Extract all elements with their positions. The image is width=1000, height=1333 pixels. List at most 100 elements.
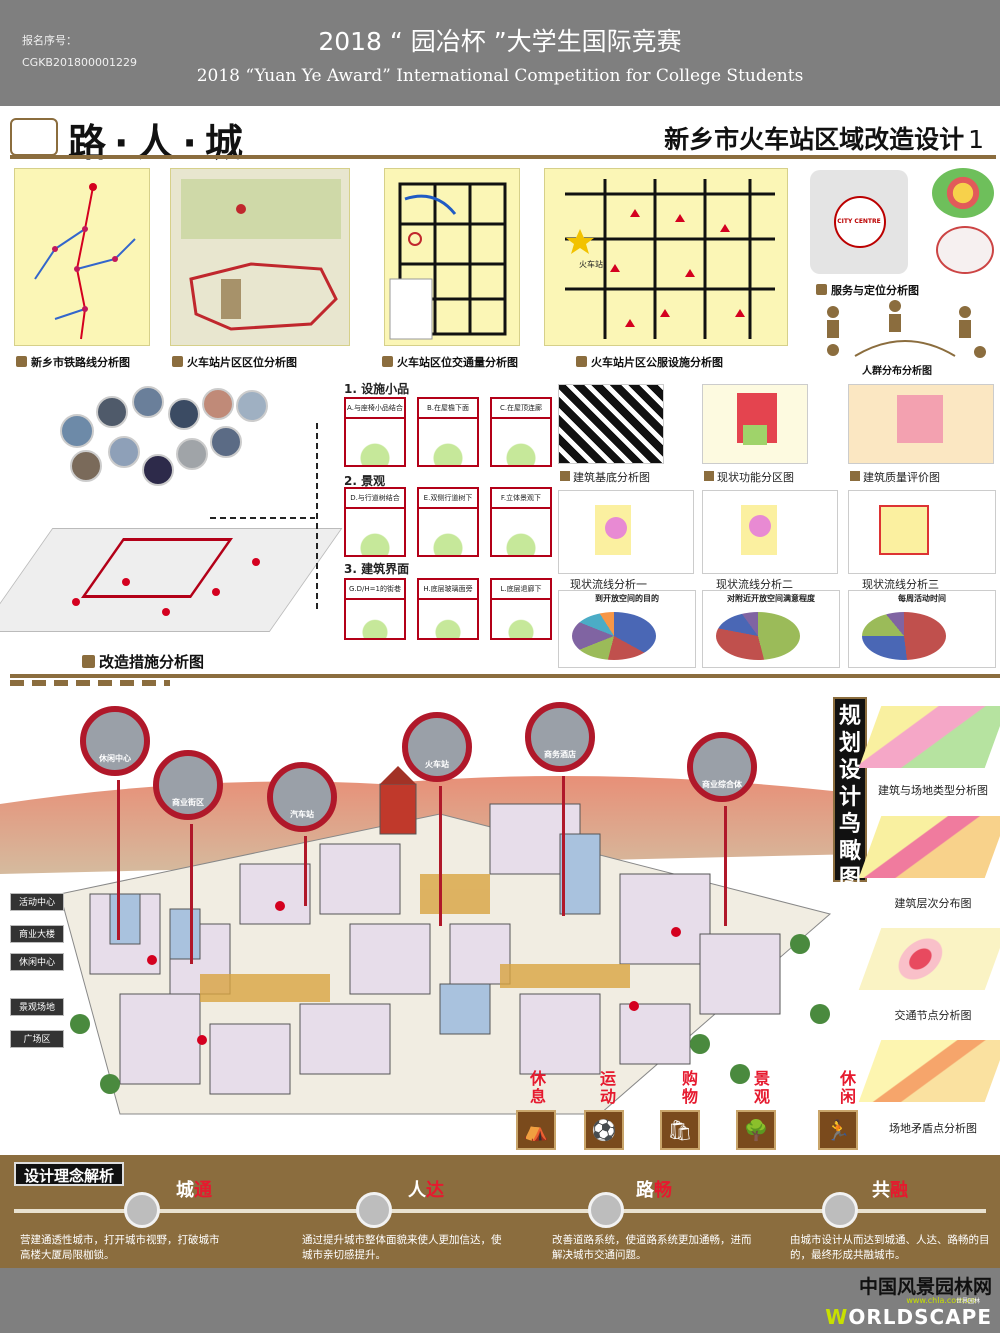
- district-svg: [181, 179, 341, 331]
- public-facility-map: 火车站: [544, 168, 788, 346]
- pin-stem-5: [562, 776, 565, 916]
- right-label-4: 场地矛盾点分析图: [889, 1122, 977, 1135]
- concept-text-4: 由城市设计从而达到城通、人达、路畅的目的，最终形成共融城市。: [790, 1234, 990, 1261]
- label-facility: 火车站片区公服设施分析图: [576, 354, 723, 370]
- pie-title-3: 每周活动时间: [898, 594, 946, 603]
- pin-bus-station: 汽车站: [267, 762, 337, 832]
- function-zone-map: [702, 384, 808, 464]
- photo-2: [96, 396, 128, 428]
- registration-block: 报名序号： CGKB201800001229: [22, 30, 137, 74]
- flow-map-2: [702, 490, 838, 574]
- brand-name-cn: 中国风景园林网: [858, 1276, 992, 1298]
- measure-e-box: [417, 509, 479, 557]
- crowd-distribution-diagram: [815, 296, 995, 370]
- label-flow-1: 现状流线分析一: [570, 578, 647, 591]
- pie-title-2: 对附近开放空间满意程度: [727, 594, 815, 603]
- marker-3: [162, 608, 170, 616]
- bracket-line: [316, 423, 318, 610]
- activity-landscape: 景观: [754, 1069, 771, 1106]
- pie-chart-2: [716, 612, 800, 660]
- traffic-map: [384, 168, 520, 346]
- side-label-landscape: 景观场地: [10, 998, 64, 1016]
- right-label-1: 建筑与场地类型分析图: [878, 784, 988, 797]
- concept-node-1: [124, 1192, 160, 1228]
- footer-band: [0, 1268, 1000, 1333]
- measure-c-box: [490, 419, 552, 467]
- flow-map-3: [848, 490, 996, 574]
- building-footprint-map: [558, 384, 664, 464]
- competition-title-en: 2018 “Yuan Ye Award” International Compe…: [196, 66, 804, 86]
- subtitle-text: 新乡市火车站区域改造设计: [664, 125, 965, 154]
- label-footprint: 建筑基底分析图: [560, 469, 650, 485]
- measures-divider: [10, 674, 1000, 678]
- positioning-cluster: [932, 168, 994, 218]
- pin-stem-4: [439, 786, 442, 926]
- railway-map: [14, 168, 150, 346]
- side-label-commercial: 商业大楼: [10, 925, 64, 943]
- measures-section-2: 2. 景观: [344, 474, 386, 488]
- measure-d-box: [344, 509, 406, 557]
- rest-icon: ⛺: [516, 1110, 556, 1150]
- brand-tag: 世界园林: [955, 1298, 980, 1305]
- concept-timeline: [14, 1209, 986, 1213]
- label-traffic: 火车站区位交通量分析图: [382, 354, 518, 370]
- concept-heading-3: 路畅: [636, 1180, 672, 1201]
- activity-leisure: 休闲: [840, 1069, 857, 1106]
- measure-g: G.D/H=1的街巷: [344, 578, 406, 600]
- railway-station-label: 火车站: [579, 260, 603, 269]
- right-map-3: [858, 928, 1000, 990]
- marker-4: [212, 588, 220, 596]
- right-label-2: 建筑层次分布图: [894, 897, 972, 910]
- measure-b-box: [417, 419, 479, 467]
- label-district: 火车站片区区位分析图: [172, 354, 297, 370]
- landscape-icon: 🌳: [736, 1110, 776, 1150]
- concept-title: 设计理念解析: [14, 1162, 125, 1186]
- crowd-svg: [827, 300, 986, 358]
- measure-l: L.底层退廊下: [490, 578, 552, 600]
- brand-name-en: WORLDSCAPE: [825, 1305, 992, 1329]
- measure-f: F.立体景观下: [490, 487, 552, 509]
- photo-8: [108, 436, 140, 468]
- railway-lines-svg: [34, 183, 136, 340]
- sport-icon: ⚽: [584, 1110, 624, 1150]
- measures-dashes: [10, 680, 170, 686]
- header-band: 报名序号： CGKB201800001229 2018 “ 园冶杯 ”大学生国际…: [0, 0, 1000, 106]
- measure-f-box: [490, 509, 552, 557]
- pin-railway-station: 火车站: [402, 712, 472, 782]
- brand-url: www.chla.com.cn: [906, 1296, 976, 1305]
- right-label-3: 交通节点分析图: [894, 1009, 972, 1022]
- label-crowd: 人群分布分析图: [862, 366, 932, 377]
- pie-chart-3: [862, 612, 946, 660]
- measure-c: C.在屋顶连廊: [490, 397, 552, 419]
- pie-title-1: 到开放空间的目的: [595, 594, 659, 603]
- photo-11: [210, 426, 242, 458]
- pin-leisure-centre: 休闲中心: [80, 706, 150, 776]
- registration-label: 报名序号：: [22, 34, 77, 47]
- photo-9: [142, 454, 174, 486]
- side-label-leisure: 休闲中心: [10, 953, 64, 971]
- concept-node-4: [822, 1192, 858, 1228]
- facility-svg: [565, 179, 775, 339]
- activity-shopping: 购物: [682, 1069, 699, 1106]
- right-map-1: [858, 706, 1000, 768]
- concept-node-3: [588, 1192, 624, 1228]
- train-icon: [10, 118, 58, 156]
- concept-text-3: 改善道路系统，使道路系统更加通畅，进而解决城市交通问题。: [552, 1234, 752, 1261]
- right-map-2: [858, 816, 1000, 878]
- city-centre-compass: CITY CENTRE: [810, 170, 908, 274]
- pin-commercial-street: 商业街区: [153, 750, 223, 820]
- label-quality: 建筑质量评价图: [850, 469, 940, 485]
- activity-rest: 休息: [530, 1069, 547, 1106]
- photo-6: [236, 390, 268, 422]
- marker-5: [252, 558, 260, 566]
- label-measures: 改造措施分析图: [82, 651, 204, 672]
- traffic-grid-svg: [389, 182, 507, 340]
- measure-e: E.双侧行道树下: [417, 487, 479, 509]
- photo-3: [132, 386, 164, 418]
- label-flow-3: 现状流线分析三: [862, 578, 939, 591]
- marker-2: [122, 578, 130, 586]
- pin-stem-6: [724, 806, 727, 926]
- district-location-map: [170, 168, 350, 346]
- measure-b: B.在屋檐下面: [417, 397, 479, 419]
